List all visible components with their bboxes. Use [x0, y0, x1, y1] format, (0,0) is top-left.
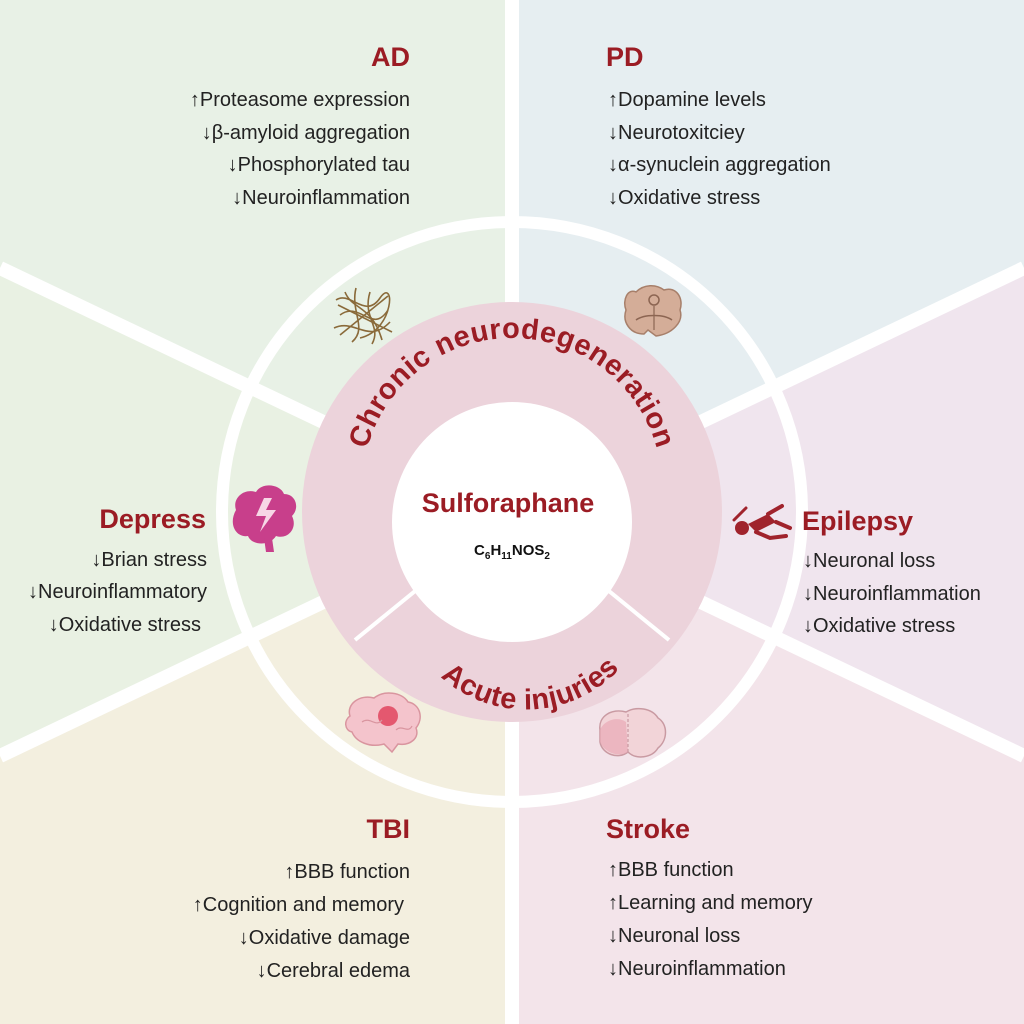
stroke-effect: ↑BBB function — [608, 859, 734, 881]
center-circle — [392, 402, 632, 642]
stroke-effect: ↑Learning and memory — [608, 892, 813, 914]
brain-coronal-section-icon — [599, 707, 667, 758]
pd-effect: ↓Oxidative stress — [608, 187, 760, 209]
ad-effect: ↓Neuroinflammation — [232, 187, 410, 209]
pd-effect: ↑Dopamine levels — [608, 89, 766, 111]
pd-title: PD — [606, 42, 644, 72]
ad-effect: ↓Phosphorylated tau — [228, 154, 410, 176]
ad-effect: ↑Proteasome expression — [190, 89, 410, 111]
depress-title: Depress — [99, 504, 206, 534]
epilepsy-effect: ↓Neuronal loss — [803, 550, 935, 572]
epilepsy-title: Epilepsy — [802, 506, 913, 536]
midbrain-section-icon — [624, 285, 682, 337]
pd-effects: ↑Dopamine levels ↓Neurotoxitciey ↓α-synu… — [608, 89, 831, 209]
center-compound-name: Sulforaphane — [422, 488, 595, 518]
stroke-effects: ↑BBB function ↑Learning and memory ↓Neur… — [608, 859, 813, 980]
depress-effect: ↓Oxidative stress — [49, 614, 201, 636]
amyloid-fibril-icon — [333, 287, 393, 345]
ad-title: AD — [371, 42, 410, 72]
pd-effect: ↓α-synuclein aggregation — [608, 154, 831, 176]
epilepsy-effects: ↓Neuronal loss ↓Neuroinflammation ↓Oxida… — [803, 550, 981, 637]
depress-effects: ↓Brian stress ↓Neuroinflammatory ↓Oxidat… — [28, 549, 207, 636]
seizing-person-icon — [732, 504, 792, 541]
tbi-effect: ↓Cerebral edema — [257, 960, 411, 982]
outer-ring — [216, 216, 808, 808]
stroke-effect: ↓Neuronal loss — [608, 925, 740, 947]
tbi-effect: ↑BBB function — [284, 861, 410, 883]
tbi-effect: ↑Cognition and memory — [193, 894, 404, 916]
ad-effects: ↑Proteasome expression ↓β-amyloid aggreg… — [190, 89, 410, 209]
epilepsy-effect: ↓Neuroinflammation — [803, 583, 981, 605]
epilepsy-effect: ↓Oxidative stress — [803, 615, 955, 637]
stroke-title: Stroke — [606, 814, 690, 844]
tbi-title: TBI — [367, 814, 411, 844]
center-formula: C6H11NOS2 — [474, 542, 550, 562]
tbi-effect: ↓Oxidative damage — [239, 927, 410, 949]
pd-effect: ↓Neurotoxitciey — [608, 122, 745, 144]
injured-brain-icon — [345, 692, 421, 754]
depress-effect: ↓Brian stress — [91, 549, 207, 571]
stressed-brain-icon — [232, 485, 297, 552]
stroke-effect: ↓Neuroinflammation — [608, 958, 786, 980]
tbi-effects: ↑BBB function ↑Cognition and memory ↓Oxi… — [193, 861, 411, 982]
ad-effect: ↓β-amyloid aggregation — [202, 122, 410, 144]
depress-effect: ↓Neuroinflammatory — [28, 581, 207, 603]
